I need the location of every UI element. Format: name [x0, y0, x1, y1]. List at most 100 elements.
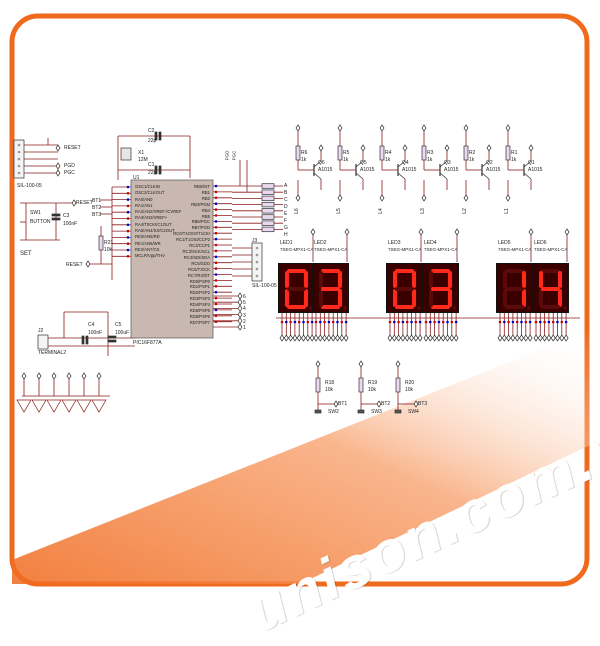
transistor-emitter [313, 172, 322, 180]
display-led-ref: LED2 [314, 240, 327, 246]
mcu-right-pin: RB5 [201, 213, 210, 219]
transistor-base-resistor [463, 145, 469, 161]
display-led-ref: LED5 [498, 240, 511, 246]
mcu-right-pin: RD2/PSP2 [189, 290, 210, 296]
display-common-terminal [528, 228, 534, 236]
pin-state-dot [126, 210, 130, 214]
button-res-ref: R18 [325, 380, 335, 386]
header-pin [255, 253, 259, 257]
button-res-value: 10k [405, 387, 414, 393]
transistor-res-value: 1k [343, 157, 349, 163]
mcu-left-pin: RA0/AN0 [135, 196, 153, 202]
set-label: SET [20, 251, 32, 257]
reset-terminal [71, 199, 77, 207]
vcc-terminal [444, 144, 450, 152]
mcu-right-pin: RD3/PSP3 [189, 296, 210, 302]
j2-name: TERMINAL2 [38, 350, 67, 356]
mcu-right-pin: RD5/PSP5 [189, 308, 210, 314]
pin-state-dot [214, 208, 218, 211]
transistor-ref: Q4 [402, 160, 409, 166]
pin-state-dot [214, 255, 218, 259]
header-pin [255, 267, 259, 271]
pin-state-dot [126, 192, 130, 195]
mcu-right-pin: RC5/SDO [191, 260, 210, 266]
net-terminal [379, 194, 385, 202]
pin-state-dot [441, 320, 445, 324]
pin-state-dot [126, 248, 130, 252]
bus-resistor [261, 208, 275, 214]
segment-terminal [542, 334, 548, 342]
capacitor-c2 [154, 131, 158, 141]
segment-terminal [449, 334, 455, 342]
display-led-ref: LED1 [280, 240, 293, 246]
segment-terminal [497, 334, 503, 342]
bus-letter: F [284, 218, 288, 224]
button-sw-ref: SW2 [328, 409, 339, 415]
pin-state-dot [388, 320, 392, 324]
button-pullup-resistor [395, 377, 401, 393]
capacitor-c5 [107, 339, 117, 343]
push-button [357, 409, 365, 414]
net-terminal [51, 372, 57, 380]
rd-number: 3 [243, 312, 246, 319]
pin-state-dot [293, 320, 297, 324]
transistor-model: A1015 [360, 167, 375, 173]
segment-terminal [514, 334, 520, 342]
mcu-left-pin: RE0/AN5/RD [135, 234, 160, 240]
header-pin [255, 274, 259, 278]
mcu-ref: U1 [133, 175, 140, 181]
r21-ref: R21 [104, 240, 114, 246]
transistor-emitter [397, 172, 406, 180]
pin-state-dot [310, 320, 314, 324]
bus-letter: D [284, 204, 288, 210]
vcc-terminal [360, 144, 366, 152]
segment-terminal [501, 334, 507, 342]
transistor-model: A1015 [444, 167, 459, 173]
mcu-right-pin: RC6/TX/CK [188, 266, 210, 272]
segment-terminal [436, 334, 442, 342]
mcu-right-pin: RD7/PSP7 [189, 319, 210, 325]
vcc-terminal [486, 144, 492, 152]
capacitor-c1 [158, 165, 162, 175]
transistor-collector [397, 160, 406, 168]
pin-state-dot [214, 314, 218, 318]
header-left-part: SIL-100-05 [17, 183, 42, 189]
segment-terminal [288, 334, 294, 342]
segment-terminal [523, 334, 529, 342]
net-terminal [96, 372, 102, 380]
segment-terminal [417, 334, 423, 342]
pin-state-dot [214, 273, 218, 276]
pin-state-dot [524, 320, 528, 324]
header-pin [17, 164, 21, 168]
transistor-ref: Q6 [318, 160, 325, 166]
vcc-terminal [358, 360, 364, 368]
header-pin [255, 246, 259, 250]
pin-state-dot [393, 320, 396, 324]
reset-terminal [55, 144, 61, 152]
pgd-terminal [55, 162, 61, 170]
mcu-part: PIC16F877A [133, 340, 162, 346]
mcu-left-pin: RE2/AN7/CS [135, 246, 160, 252]
segment-terminal [527, 334, 533, 342]
segment-terminal [335, 334, 340, 342]
segment-terminal [423, 334, 429, 342]
transistor-ref: Q1 [528, 160, 535, 166]
bt3-label-left: BT3 [92, 212, 102, 218]
button-sw-ref: SW3 [371, 409, 382, 415]
mcu-right-pin: RC2/CCP1 [189, 243, 210, 249]
rd-number: 4 [243, 306, 246, 313]
pin-state-dot [344, 320, 348, 324]
header-pin [255, 260, 259, 264]
display-common-terminal [454, 228, 460, 236]
transistor-model: A1015 [486, 167, 501, 173]
vcc-terminal [505, 124, 511, 132]
schematic [13, 124, 580, 414]
mcu-right-pin: RB1 [201, 189, 210, 195]
transistor-emitter [439, 172, 448, 180]
transistor-res-value: 1k [469, 157, 475, 163]
c1-ref: C1 [148, 162, 155, 168]
mcu-right-pin: RC4/SDI/SDA [183, 254, 210, 260]
segment-terminal [432, 334, 438, 342]
crystal-x1 [120, 147, 132, 161]
